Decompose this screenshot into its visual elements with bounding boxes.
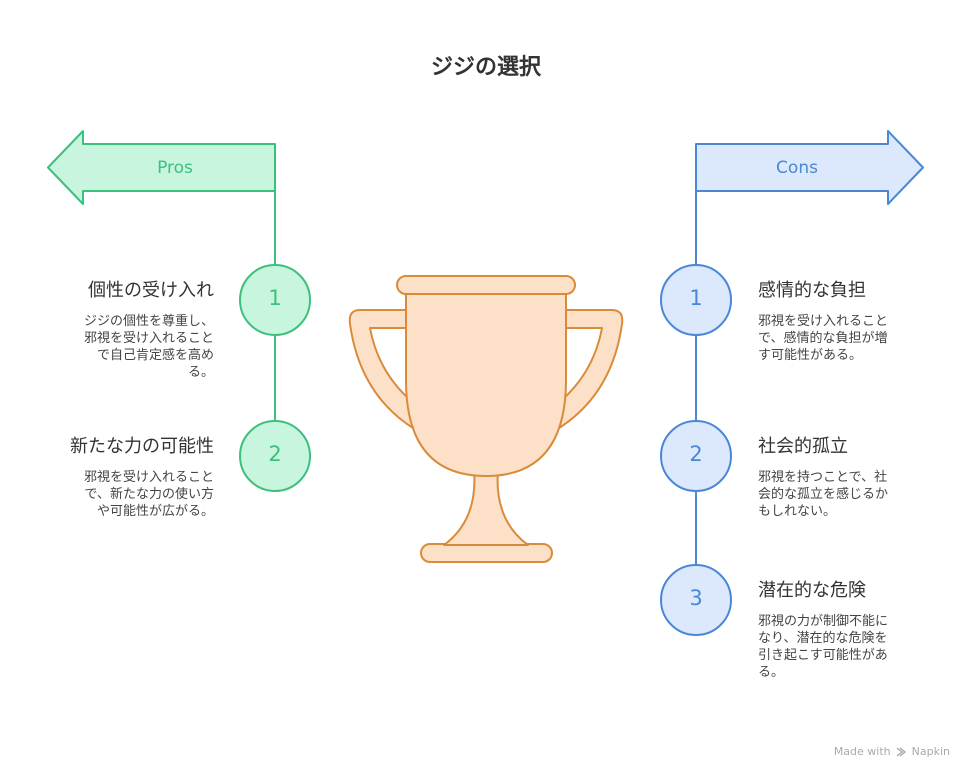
cons-circle-1 [660, 264, 732, 336]
pros-item-2-title: 新たな力の可能性 [70, 436, 214, 457]
cons-item-1-title: 感情的な負担 [758, 280, 866, 301]
pros-circle-1 [239, 264, 311, 336]
pros-number-1: 1 [268, 286, 282, 310]
pros-arrow [47, 130, 276, 205]
napkin-logo-icon [896, 747, 907, 757]
pros-label: Pros [157, 158, 193, 178]
watermark-prefix: Made with [833, 745, 891, 758]
cons-arrow [695, 130, 924, 205]
cons-item-1-description: 邪視を受け入れること で、感情的な負担が増 す可能性がある。 [758, 314, 889, 363]
cons-number-2: 2 [689, 442, 703, 466]
pros-item-1-description: ジジの個性を尊重し、 邪視を受け入れること で自己肯定感を高め る。 [83, 314, 214, 380]
cons-item-2-title: 社会的孤立 [758, 436, 848, 457]
page-title: ジジの選択 [430, 55, 541, 80]
cons-item-3-title: 潜在的な危険 [758, 580, 866, 601]
cons-circle-2 [660, 420, 732, 492]
trophy-icon [348, 275, 624, 563]
cons-item-2-description: 邪視を持つことで、社 会的な孤立を感じるか もしれない。 [758, 470, 889, 519]
cons-label: Cons [776, 158, 818, 178]
pros-item-2-description: 邪視を受け入れること で、新たな力の使い方 や可能性が広がる。 [83, 470, 214, 519]
cons-number-1: 1 [689, 286, 703, 310]
cons-circle-3 [660, 564, 732, 636]
watermark[interactable]: Made with Napkin [834, 745, 950, 758]
pros-item-1-title: 個性の受け入れ [88, 280, 214, 301]
pros-circle-2 [239, 420, 311, 492]
cons-number-3: 3 [689, 586, 703, 610]
watermark-brand: Napkin [911, 745, 950, 758]
cons-item-3-description: 邪視の力が制御不能に なり、潜在的な危険を 引き起こす可能性があ る。 [758, 614, 889, 680]
pros-number-2: 2 [268, 442, 282, 466]
